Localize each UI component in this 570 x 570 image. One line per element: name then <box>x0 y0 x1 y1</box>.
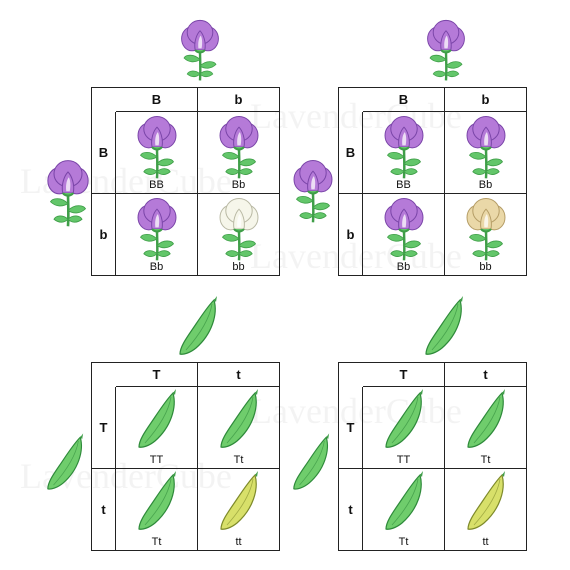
punnett-cell: bb <box>445 194 527 276</box>
col-header: T <box>363 363 445 387</box>
parent-pod-top <box>176 296 220 363</box>
col-header: B <box>363 88 445 112</box>
punnett-cell: Bb <box>116 194 198 276</box>
corner <box>339 363 363 387</box>
parent-pod-left <box>290 432 332 499</box>
punnett-cell: bb <box>198 194 280 276</box>
genotype-label: Tt <box>151 536 162 548</box>
corner <box>92 363 116 387</box>
genotype-label: bb <box>479 261 492 273</box>
purple-flower-icon <box>427 19 465 81</box>
genotype-label: Tt <box>233 454 244 466</box>
row-header: t <box>92 469 116 551</box>
parent-flower-left <box>288 158 338 229</box>
purple-flower-icon <box>466 115 505 179</box>
corner <box>339 88 363 112</box>
row-header: B <box>339 112 363 194</box>
green-pod-icon <box>293 433 330 490</box>
green-pod-icon <box>47 433 84 490</box>
parent-pod-left <box>44 432 86 499</box>
genotype-label: Bb <box>149 261 164 273</box>
punnett-cell: TT <box>363 387 445 469</box>
green-pod-icon <box>137 471 176 530</box>
punnett-cell: tt <box>198 469 280 551</box>
purple-flower-icon <box>137 197 176 261</box>
genotype-label: bb <box>232 261 245 273</box>
purple-flower-icon <box>384 115 423 179</box>
row-header: T <box>92 387 116 469</box>
green-pod-icon <box>384 389 423 448</box>
col-header: t <box>445 363 527 387</box>
row-header: b <box>92 194 116 276</box>
punnett-square-flower-2: B b B BB Bb b <box>338 87 527 276</box>
punnett-square-pod-2: T t T TT Tt t Tt tt <box>338 362 527 551</box>
punnett-square-flower-1: B b B BB Bb b <box>91 87 280 276</box>
parent-pod-top <box>422 296 466 363</box>
row-header: t <box>339 469 363 551</box>
punnett-cell: Tt <box>116 469 198 551</box>
genotype-label: Bb <box>478 179 493 191</box>
genotype-label: Bb <box>231 179 246 191</box>
tan-flower-icon <box>466 197 505 261</box>
punnett-cell: BB <box>363 112 445 194</box>
punnett-cell: Tt <box>445 387 527 469</box>
parent-flower-left <box>40 158 96 233</box>
row-header: b <box>339 194 363 276</box>
col-header: b <box>445 88 527 112</box>
punnett-cell: BB <box>116 112 198 194</box>
punnett-cell: Tt <box>363 469 445 551</box>
genotype-label: tt <box>482 536 489 548</box>
genotype-label: Bb <box>396 261 411 273</box>
yellow-pod-icon <box>219 471 258 530</box>
parent-flower-top <box>172 18 228 87</box>
white-flower-icon <box>219 197 258 261</box>
genotype-label: Tt <box>480 454 491 466</box>
col-header: B <box>116 88 198 112</box>
purple-flower-icon <box>219 115 258 179</box>
green-pod-icon <box>466 389 505 448</box>
punnett-cell: tt <box>445 469 527 551</box>
punnett-cell: Bb <box>445 112 527 194</box>
col-header: t <box>198 363 280 387</box>
genotype-label: TT <box>396 454 411 466</box>
purple-flower-icon <box>293 159 333 223</box>
corner <box>92 88 116 112</box>
parent-flower-top <box>418 18 474 87</box>
genotype-label: TT <box>149 454 164 466</box>
punnett-cell: Tt <box>198 387 280 469</box>
row-header: T <box>339 387 363 469</box>
green-pod-icon <box>179 296 217 355</box>
punnett-square-pod-1: T t T TT Tt t Tt tt <box>91 362 280 551</box>
genotype-label: Tt <box>398 536 409 548</box>
purple-flower-icon <box>384 197 423 261</box>
yellow-pod-icon <box>466 471 505 530</box>
col-header: T <box>116 363 198 387</box>
col-header: b <box>198 88 280 112</box>
green-pod-icon <box>384 471 423 530</box>
green-pod-icon <box>425 296 463 355</box>
green-pod-icon <box>137 389 176 448</box>
purple-flower-icon <box>181 19 219 81</box>
genotype-label: BB <box>149 179 164 191</box>
genotype-label: BB <box>396 179 411 191</box>
purple-flower-icon <box>47 160 89 227</box>
punnett-cell: TT <box>116 387 198 469</box>
punnett-cell: Bb <box>198 112 280 194</box>
green-pod-icon <box>219 389 258 448</box>
purple-flower-icon <box>137 115 176 179</box>
genotype-label: tt <box>235 536 242 548</box>
punnett-cell: Bb <box>363 194 445 276</box>
row-header: B <box>92 112 116 194</box>
